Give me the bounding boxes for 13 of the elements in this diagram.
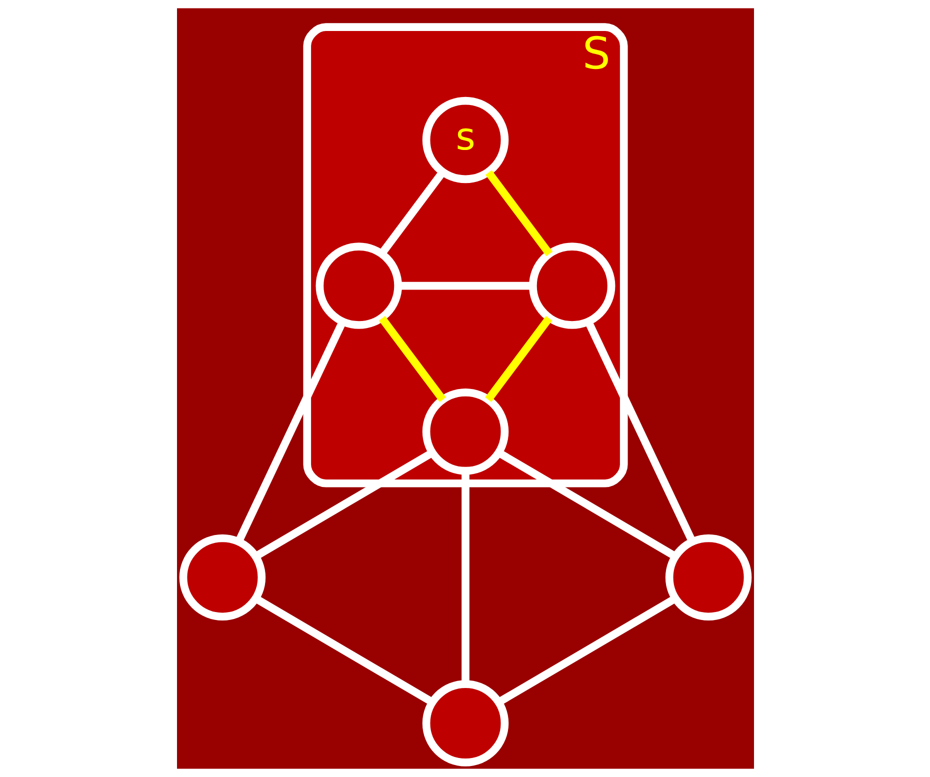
node-circle: s bbox=[422, 96, 508, 184]
node-circle bbox=[178, 534, 266, 621]
node-circle bbox=[664, 534, 752, 621]
connector bbox=[484, 170, 552, 256]
connector bbox=[378, 170, 446, 256]
connector bbox=[496, 595, 677, 706]
connector bbox=[378, 316, 446, 402]
connector bbox=[254, 449, 434, 560]
node-circle bbox=[528, 242, 615, 329]
node-circle bbox=[422, 388, 508, 475]
node-circle bbox=[422, 680, 508, 766]
connector bbox=[484, 316, 552, 402]
node-circle bbox=[315, 242, 402, 329]
